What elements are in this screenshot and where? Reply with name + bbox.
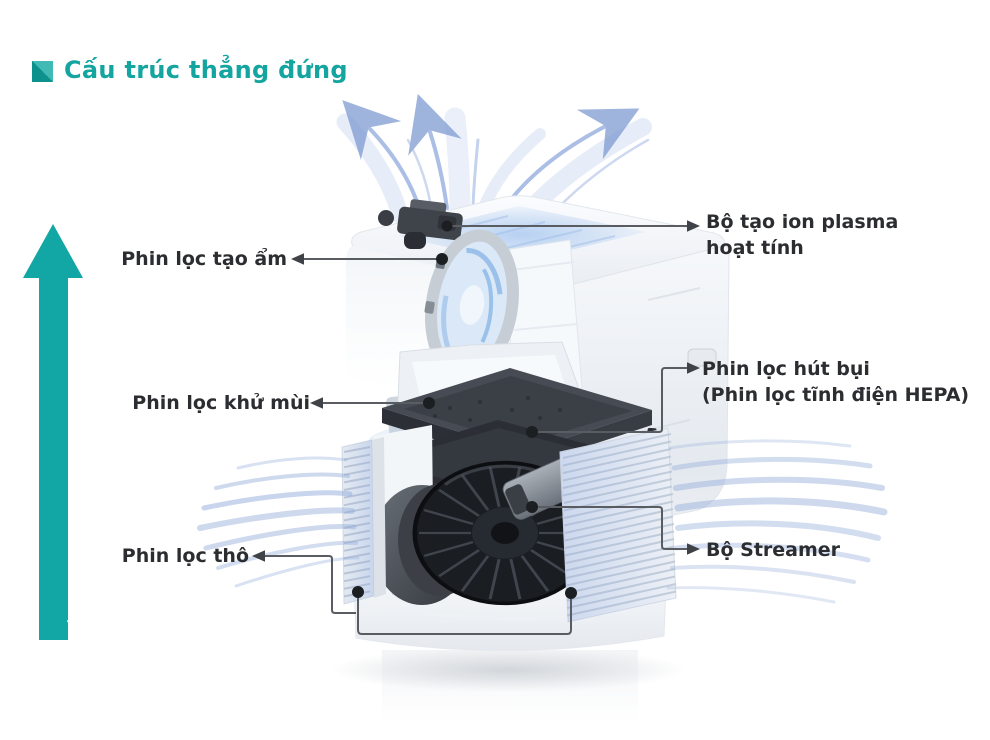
body-button-detail — [687, 348, 717, 367]
callout-pre-filter: Phin lọc thô — [121, 545, 249, 567]
callout-humidifying-filter: Phin lọc tạo ẩm — [121, 248, 287, 270]
arrowhead-streamer-unit — [687, 543, 700, 555]
anchor-pre-filter-left — [352, 586, 364, 598]
title-square-icon — [32, 61, 53, 82]
anchor-dust-filter — [526, 426, 538, 438]
arrowhead-deodorizing-filter — [310, 397, 323, 409]
callout-deodorizing-filter: Phin lọc khử mùi — [132, 392, 310, 414]
callout-dust-filter-line1: Phin lọc hút bụi — [702, 358, 870, 380]
arrowhead-pre-filter — [252, 550, 265, 562]
leader-pre-filter — [265, 555, 356, 614]
anchor-pre-filter-right — [565, 587, 577, 599]
leader-streamer-unit — [532, 506, 687, 550]
leader-pre-filter-bridge — [357, 592, 572, 635]
anchor-deodorizing-filter — [423, 397, 435, 409]
anchor-humidifying-filter — [436, 253, 448, 265]
anchor-plasma-ion-unit — [441, 220, 453, 232]
arrowhead-plasma-ion-unit — [687, 220, 700, 232]
anchor-streamer-unit — [526, 501, 538, 513]
callout-plasma-ion-unit: Bộ tạo ion plasma hoạt tính — [706, 209, 898, 261]
callout-dust-filter: Phin lọc hút bụi (Phin lọc tĩnh điện HEP… — [702, 356, 969, 408]
right-airflow-streams — [666, 439, 888, 604]
vertical-flow-arrow: Được sắp xếp theo chiều dọc — [23, 224, 83, 740]
callout-plasma-ion-line1: Bộ tạo ion plasma — [706, 211, 899, 233]
page-title: Cấu trúc thẳng đứng — [64, 56, 348, 84]
up-arrow-icon — [23, 224, 83, 278]
callout-dust-filter-line2: (Phin lọc tĩnh điện HEPA) — [702, 384, 970, 406]
section-title: Cấu trúc thẳng đứng — [32, 56, 348, 84]
arrowheads — [252, 220, 700, 562]
arrow-shaft — [38, 278, 68, 640]
arrowhead-dust-filter — [687, 362, 700, 374]
callout-connectors — [265, 225, 687, 635]
callout-streamer-unit: Bộ Streamer — [706, 539, 841, 561]
callout-plasma-ion-line2: hoạt tính — [706, 237, 804, 259]
left-airflow-streams — [197, 456, 360, 588]
leader-dust-filter — [532, 367, 687, 433]
anchor-dots — [352, 220, 577, 599]
pre-filter-left-panel — [341, 437, 386, 605]
pre-filter-right-panel — [559, 427, 677, 623]
arrowhead-humidifying-filter — [291, 253, 304, 265]
